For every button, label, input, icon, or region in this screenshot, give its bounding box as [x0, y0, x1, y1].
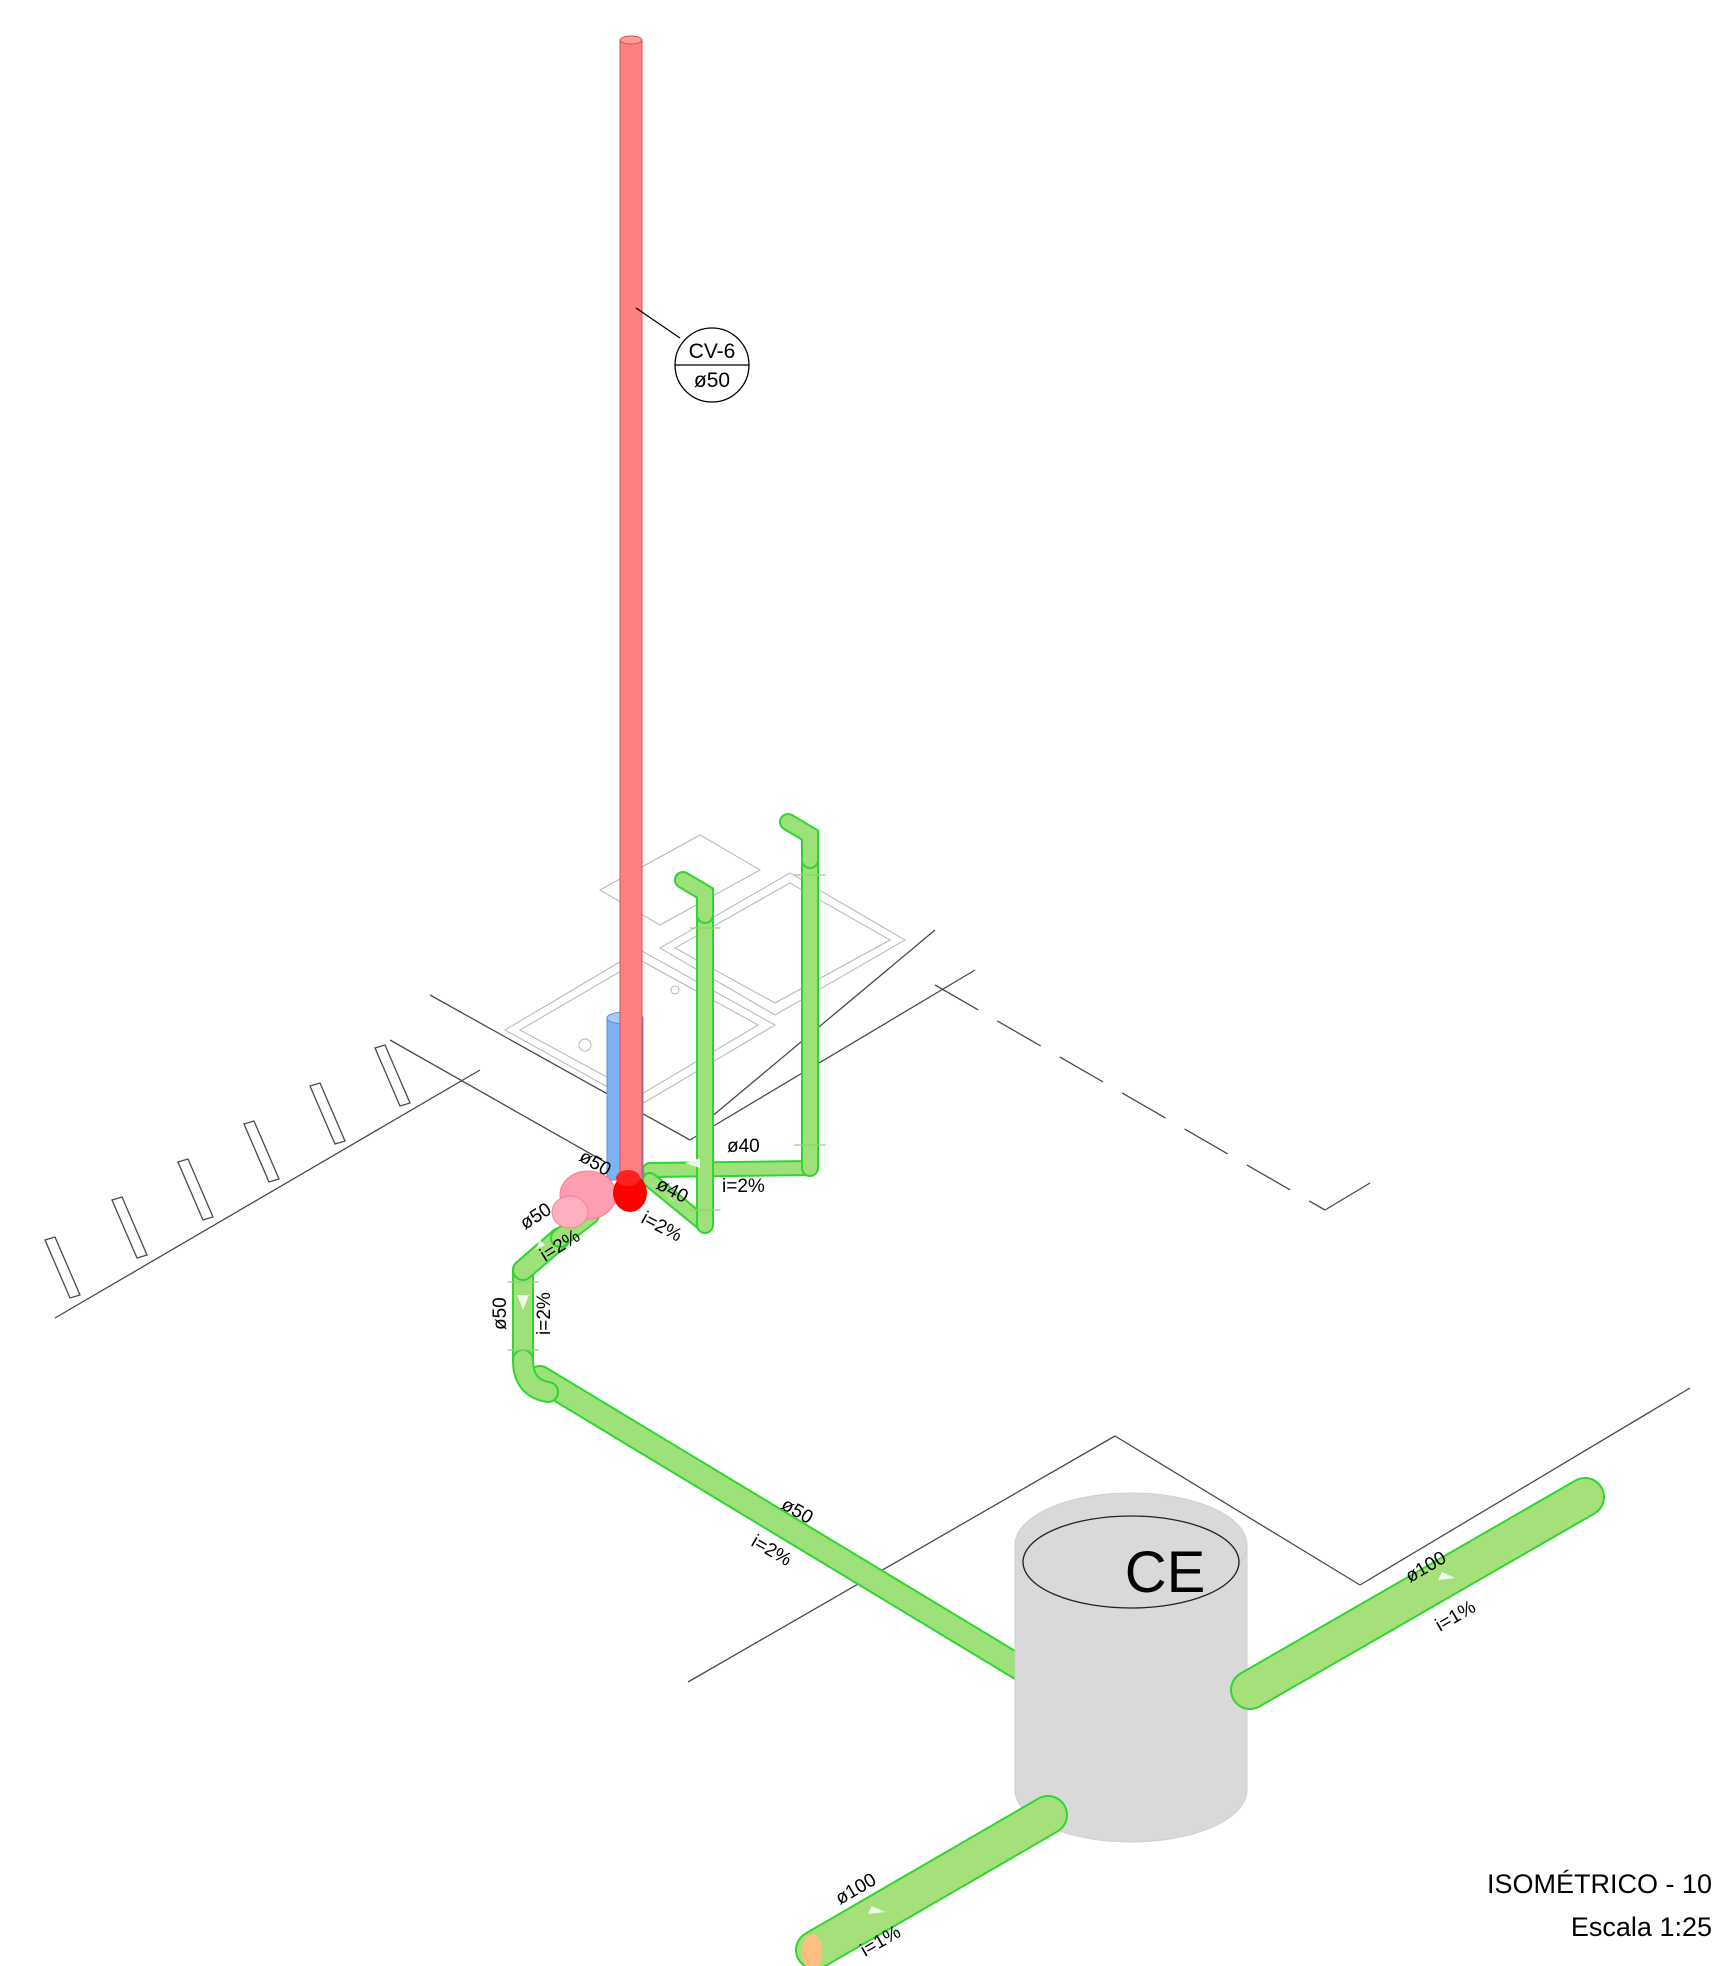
- arrow-icon: [535, 1240, 545, 1250]
- inlet-cap: [802, 1934, 822, 1966]
- drain-pipes: [507, 813, 1033, 1681]
- fixture-outlines: [503, 834, 906, 1106]
- label-d40-upper: ø40: [727, 1136, 760, 1157]
- arrow-icon: [868, 1906, 885, 1914]
- chamber-label: CE: [1125, 1540, 1206, 1605]
- building-linework: [44, 834, 1691, 1683]
- arrow-icon: [662, 1190, 675, 1202]
- vent-tag: CV-6 ø50: [635, 307, 750, 403]
- vent-tag-id: CV-6: [689, 340, 736, 363]
- label-slope-40-upper: i=2%: [722, 1176, 765, 1197]
- vent-column: [551, 35, 647, 1229]
- drawing-scale: Escala 1:25: [1571, 1912, 1712, 1942]
- flow-arrows: [517, 1158, 1455, 1914]
- arrow-icon: [778, 1479, 795, 1495]
- arrow-icon: [517, 1295, 529, 1310]
- inlet-pipe: [795, 1795, 1068, 1966]
- arrow-icon: [1438, 1572, 1455, 1580]
- arrow-icon: [685, 1158, 700, 1168]
- label-slope-50-vertical: i=2%: [534, 1292, 555, 1335]
- outlet-pipe: [1230, 1477, 1605, 1710]
- label-slope-40-lower: i=2%: [638, 1208, 686, 1247]
- drawing-title: ISOMÉTRICO - 10: [1487, 1869, 1712, 1899]
- label-d50-elbow: ø50: [517, 1199, 556, 1234]
- inspection-chamber: CE: [1014, 1492, 1248, 1843]
- label-d50-vertical: ø50: [490, 1297, 511, 1330]
- vent-tag-diameter: ø50: [694, 369, 730, 392]
- title-block: ISOMÉTRICO - 10 Escala 1:25: [1487, 1869, 1712, 1942]
- wall-hatch: [44, 1044, 411, 1299]
